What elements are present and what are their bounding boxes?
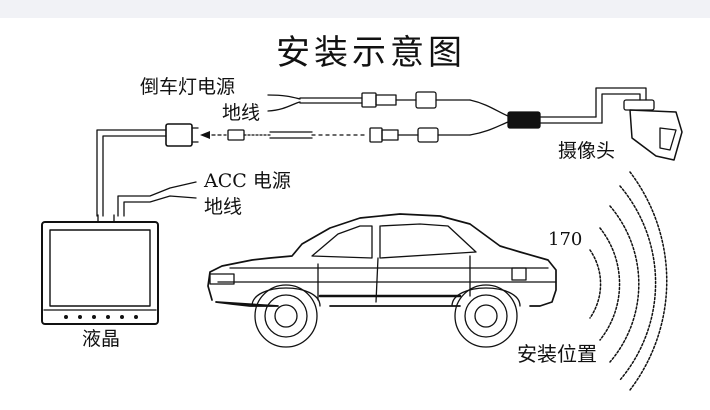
acc-power-label: ACC 电源 <box>204 170 291 192</box>
cable-junction <box>469 87 647 136</box>
ground-label-1: 地线 <box>222 102 261 124</box>
ground-label-2: 地线 <box>204 196 243 218</box>
lcd-monitor <box>41 214 159 325</box>
camera <box>623 99 683 161</box>
connection-arrow <box>200 129 369 141</box>
window-top-strip <box>0 0 710 18</box>
diagram-title: 安装示意图 <box>276 33 466 73</box>
angle-label: 170 <box>548 229 583 250</box>
acc-power-wires <box>117 181 197 217</box>
video-cable <box>96 123 199 217</box>
reverse-power-wires <box>267 91 471 112</box>
install-position-label: 安装位置 <box>517 342 597 366</box>
camera-label: 摄像头 <box>558 140 616 162</box>
car <box>207 213 557 348</box>
viewing-angle-arcs <box>589 171 668 391</box>
video-connector-pair <box>369 127 471 143</box>
reverse-light-power-label: 倒车灯电源 <box>140 76 236 98</box>
lcd-label: 液晶 <box>82 328 121 350</box>
